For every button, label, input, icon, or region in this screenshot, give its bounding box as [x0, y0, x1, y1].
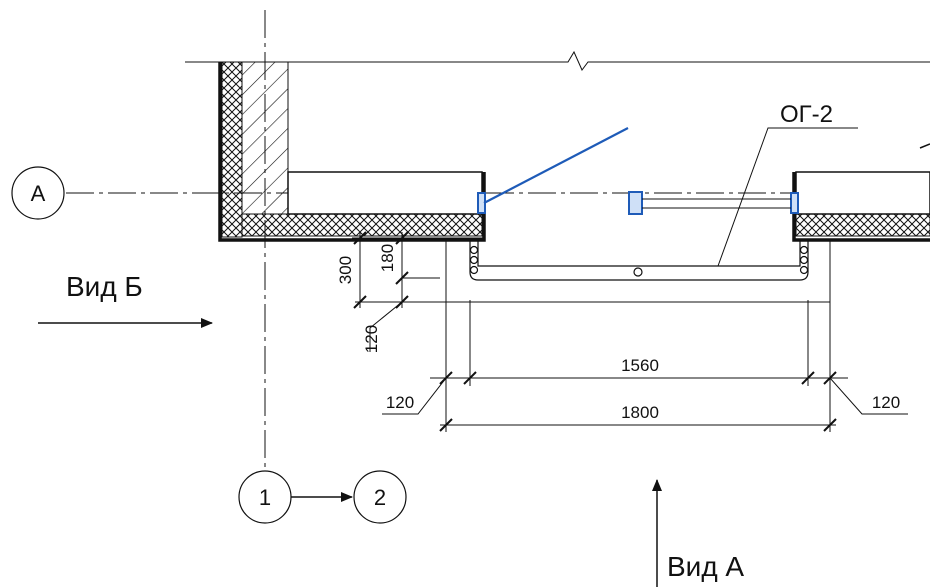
svg-text:А: А [31, 181, 46, 206]
dim-right-offset: 120 [872, 393, 900, 412]
view-a: Вид А [652, 479, 744, 587]
window-sash-block [628, 191, 643, 215]
slab-left-top [287, 171, 483, 215]
balcony-fence [469, 240, 809, 281]
slab-left-insulation [241, 213, 483, 237]
svg-text:2: 2 [374, 485, 386, 510]
dimension-horizontal [382, 240, 908, 432]
element-tag-label: ОГ-2 [780, 101, 833, 128]
wall-left-insulation [221, 61, 243, 238]
slab-right [792, 143, 930, 242]
dim-outer-width: 1800 [621, 403, 659, 422]
svg-text:1: 1 [259, 485, 271, 510]
axis-bubble-2: 2 [353, 470, 407, 524]
dim-leader-right [829, 377, 908, 415]
window-frame-left [477, 192, 486, 214]
dim-left-offset: 120 [386, 393, 414, 412]
dim-depth-upper: 180 [378, 244, 397, 272]
view-a-label: Вид А [667, 551, 744, 582]
axis-bubble-1: 1 [238, 470, 292, 524]
wall-left [221, 61, 289, 238]
slab-right-top [795, 171, 930, 215]
window-opening [477, 127, 799, 215]
axis-bubble-a: А [11, 166, 65, 220]
wall-left-core [241, 61, 289, 215]
dim-depth-total: 300 [336, 256, 355, 284]
dimension-vertical [352, 231, 484, 352]
dim-leader-bottom [369, 301, 403, 352]
element-tag-leader [717, 127, 858, 267]
view-b-label: Вид Б [66, 271, 143, 302]
element-tag: ОГ-2 [717, 101, 858, 267]
view-b: Вид Б [38, 271, 213, 328]
window-swing-line [483, 127, 629, 204]
break-line [185, 50, 930, 71]
slab-right-insulation [795, 213, 930, 237]
dim-depth-lower: 120 [362, 325, 381, 353]
window-frame-right [790, 192, 799, 214]
dim-leader-left [382, 377, 447, 415]
dim-inner-width: 1560 [621, 356, 659, 375]
